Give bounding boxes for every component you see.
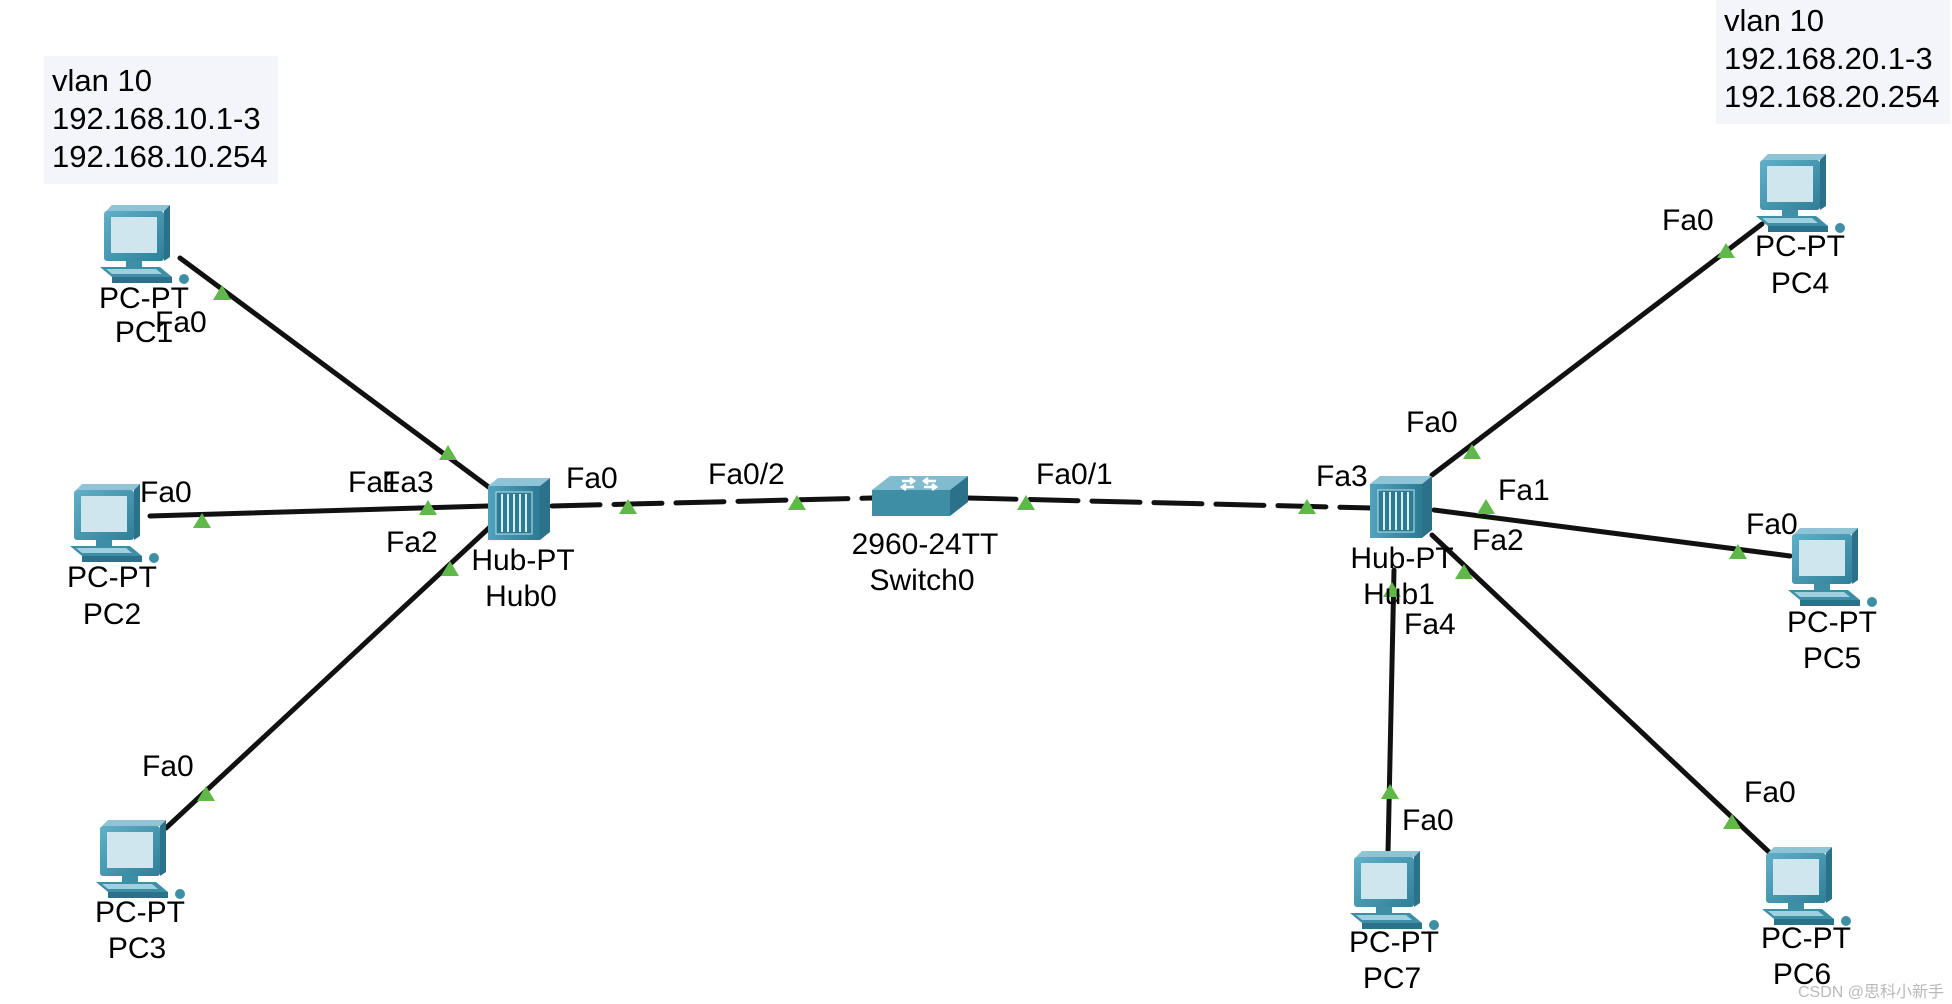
hub1-model-label: Hub-PT <box>1350 542 1453 575</box>
hub1-name-label: Hub1 <box>1363 578 1435 611</box>
link-pc5-hub1[interactable] <box>1431 507 1793 559</box>
pc4-model-label: PC-PT <box>1755 230 1845 263</box>
port-label-pc2: Fa0 <box>140 476 192 509</box>
switch0-node[interactable]: 2960-24TT Switch0 <box>852 474 999 597</box>
port-label-hub1-fa2: Fa2 <box>1472 524 1524 557</box>
pc7-model-label: PC-PT <box>1349 926 1439 959</box>
port-label-pc6: Fa0 <box>1744 776 1796 809</box>
link-pc6-hub1[interactable] <box>1429 532 1773 856</box>
pc6-model-label: PC-PT <box>1761 922 1851 955</box>
switch0-icon <box>870 474 970 518</box>
port-label-hub0-fa2: Fa2 <box>386 526 438 559</box>
port-label-pc4: Fa0 <box>1662 204 1714 237</box>
link-hub0-switch0[interactable] <box>549 495 875 509</box>
hub0-icon <box>487 477 551 541</box>
hub0-model-label: Hub-PT <box>471 544 574 577</box>
port-label-hub1-fa0: Fa0 <box>1406 406 1458 439</box>
port-label-pc7: Fa0 <box>1402 804 1454 837</box>
pc6-node[interactable]: PC-PT PC6 <box>1761 847 1851 991</box>
port-label-pc1: Fa0 <box>155 306 207 339</box>
pc7-name-label: PC7 <box>1363 962 1421 995</box>
port-label-pc5: Fa0 <box>1746 508 1798 541</box>
pc5-node[interactable]: PC-PT PC5 <box>1787 528 1877 675</box>
port-label-hub1-fa3: Fa3 <box>1316 460 1368 493</box>
pc5-icon <box>1788 528 1877 607</box>
vlan-note-left: vlan 10 192.168.10.1-3 192.168.10.254 <box>44 56 278 184</box>
pc7-node[interactable]: PC-PT PC7 <box>1349 851 1439 995</box>
pc1-name-label: PC1 <box>115 316 173 349</box>
link-pc2-hub0[interactable] <box>147 503 491 519</box>
pc2-name-label: PC2 <box>83 598 141 631</box>
port-indicator <box>1477 499 1495 514</box>
note-left-line-1: vlan 10 <box>52 63 152 98</box>
port-label-hub1-fa4: Fa4 <box>1404 608 1456 641</box>
pc3-icon <box>96 820 185 899</box>
link-pc3-hub0[interactable] <box>163 524 493 831</box>
watermark: CSDN @思科小新手 <box>1797 984 1944 1001</box>
pc6-name-label: PC6 <box>1773 958 1831 991</box>
pc4-name-label: PC4 <box>1771 267 1829 300</box>
port-label-hub0-fa3: Fa3 <box>382 466 434 499</box>
switch0-name-label: Switch0 <box>869 564 974 597</box>
switch0-model-label: 2960-24TT <box>852 528 999 561</box>
note-right-line-2: 192.168.20.1-3 <box>1724 41 1933 76</box>
note-left-line-3: 192.168.10.254 <box>52 139 268 174</box>
port-label-hub0-fa1: Fa1 <box>348 466 400 499</box>
pc6-icon <box>1762 847 1851 926</box>
pc2-model-label: PC-PT <box>67 561 157 594</box>
hub0-node[interactable]: Hub-PT Hub0 <box>471 477 575 613</box>
pc7-icon <box>1350 851 1439 930</box>
note-right-line-3: 192.168.20.254 <box>1724 79 1940 114</box>
pc5-name-label: PC5 <box>1803 642 1861 675</box>
pc4-icon <box>1756 154 1845 233</box>
pc3-model-label: PC-PT <box>95 896 185 929</box>
port-label-hub0-fa0: Fa0 <box>566 462 618 495</box>
pc1-model-label: PC-PT <box>99 282 189 315</box>
port-labels: Fa0 Fa0 Fa0 Fa1 Fa3 Fa2 Fa0 Fa0/2 Fa0/1 … <box>140 204 1798 837</box>
port-label-pc3: Fa0 <box>142 750 194 783</box>
link-pc1-hub0[interactable] <box>177 255 493 491</box>
port-label-hub1-fa1: Fa1 <box>1498 474 1550 507</box>
pc3-name-label: PC3 <box>108 932 166 965</box>
hub0-name-label: Hub0 <box>485 580 557 613</box>
link-pc4-hub1[interactable] <box>1429 221 1765 478</box>
hub1-node[interactable]: Hub-PT Hub1 <box>1350 475 1454 611</box>
port-label-switch0-fa0-2: Fa0/2 <box>708 458 785 491</box>
pc1-node[interactable]: PC-PT PC1 <box>99 205 189 349</box>
pc2-node[interactable]: PC-PT PC2 <box>67 484 159 631</box>
hub1-icon <box>1369 475 1433 539</box>
pc1-icon <box>100 205 189 284</box>
pc5-model-label: PC-PT <box>1787 606 1877 639</box>
pc4-node[interactable]: PC-PT PC4 <box>1755 154 1845 300</box>
link-pc7-hub1[interactable] <box>1385 567 1397 856</box>
note-right-line-1: vlan 10 <box>1724 3 1824 38</box>
port-indicator <box>1381 784 1399 799</box>
vlan-note-right: vlan 10 192.168.20.1-3 192.168.20.254 <box>1716 0 1950 124</box>
port-label-switch0-fa0-1: Fa0/1 <box>1036 458 1113 491</box>
note-left-line-2: 192.168.10.1-3 <box>52 101 261 136</box>
pc3-node[interactable]: PC-PT PC3 <box>95 820 185 965</box>
